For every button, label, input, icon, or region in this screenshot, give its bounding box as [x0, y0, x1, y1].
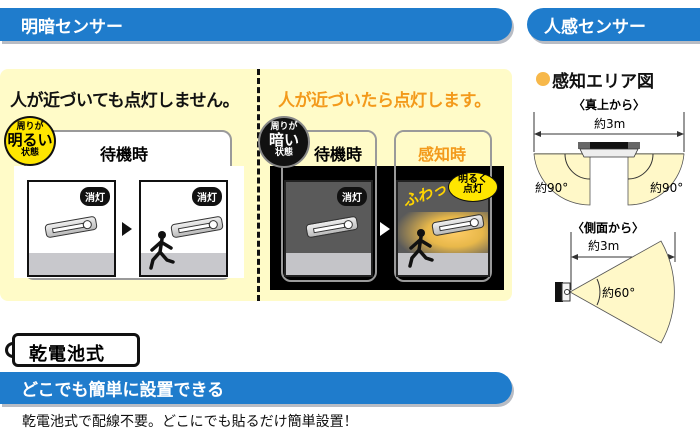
motion-sensor-header: 人感センサー — [527, 8, 700, 41]
scene-dark-standby: 消灯 — [284, 180, 373, 277]
sensor-light-icon — [305, 215, 359, 239]
walking-person-icon — [149, 231, 175, 270]
arrow-right-icon — [122, 222, 132, 236]
sensor-light-icon — [170, 215, 224, 239]
detect-label: 感知時 — [418, 145, 467, 164]
dark-state-badge: 周りが 暗い 状態 — [258, 116, 310, 168]
standby-frame-dark — [281, 130, 377, 282]
scene-dark-detected — [396, 180, 490, 277]
floor — [29, 253, 114, 275]
arrow-right-icon — [380, 222, 390, 236]
orange-dot-icon — [536, 72, 550, 86]
top-view-right-angle: 約90° — [650, 181, 684, 195]
standby-label-bright: 待機時 — [100, 145, 149, 164]
top-view-distance: 約3m — [594, 117, 626, 131]
walking-person-icon — [408, 229, 434, 268]
install-description: 乾電池式で配線不要。どこにでも貼るだけ簡単設置！ — [22, 414, 358, 430]
side-view-diagram — [555, 232, 676, 344]
bright-on-bubble: 明るく 点灯 — [448, 172, 498, 202]
install-header-text: どこでも簡単に設置できる — [21, 380, 225, 401]
detection-area-title: 感知エリア図 — [552, 72, 654, 92]
side-view-distance: 約3m — [588, 239, 620, 253]
detect-frame — [394, 130, 492, 282]
lights-off-pill: 消灯 — [192, 187, 222, 206]
lights-off-pill: 消灯 — [80, 187, 110, 206]
frame-top-fill — [396, 132, 490, 166]
scene-bright-standby: 消灯 — [27, 180, 116, 277]
battery-nub-icon — [5, 342, 15, 358]
sensor-light-icon — [44, 215, 98, 239]
top-view-left-angle: 約90° — [535, 181, 569, 195]
headline-bright: 人が近づいても点灯しません。 — [10, 91, 240, 111]
floor — [286, 253, 371, 275]
side-view-angle: 約60° — [602, 286, 636, 300]
bright-state-badge: 周りが 明るい 状態 — [4, 116, 56, 166]
install-header: どこでも簡単に設置できる — [0, 372, 512, 404]
light-sensor-header: 明暗センサー — [0, 8, 512, 41]
top-view-diagram — [533, 112, 685, 206]
light-sensor-header-text: 明暗センサー — [21, 17, 123, 37]
top-view-label: 〈真上から〉 — [573, 98, 646, 112]
lights-off-pill: 消灯 — [337, 187, 367, 206]
side-view-label: 〈側面から〉 — [572, 221, 645, 235]
scene-bright-person: 消灯 — [139, 180, 228, 277]
motion-sensor-header-text: 人感センサー — [544, 17, 646, 37]
dashed-divider — [257, 69, 260, 301]
headline-dark: 人が近づいたら点灯します。 — [278, 91, 491, 111]
battery-type-tag: 乾電池式 — [12, 333, 140, 367]
standby-label-dark: 待機時 — [314, 145, 363, 164]
floor — [141, 253, 226, 275]
floor — [398, 253, 488, 275]
battery-type-text: 乾電池式 — [29, 344, 105, 365]
